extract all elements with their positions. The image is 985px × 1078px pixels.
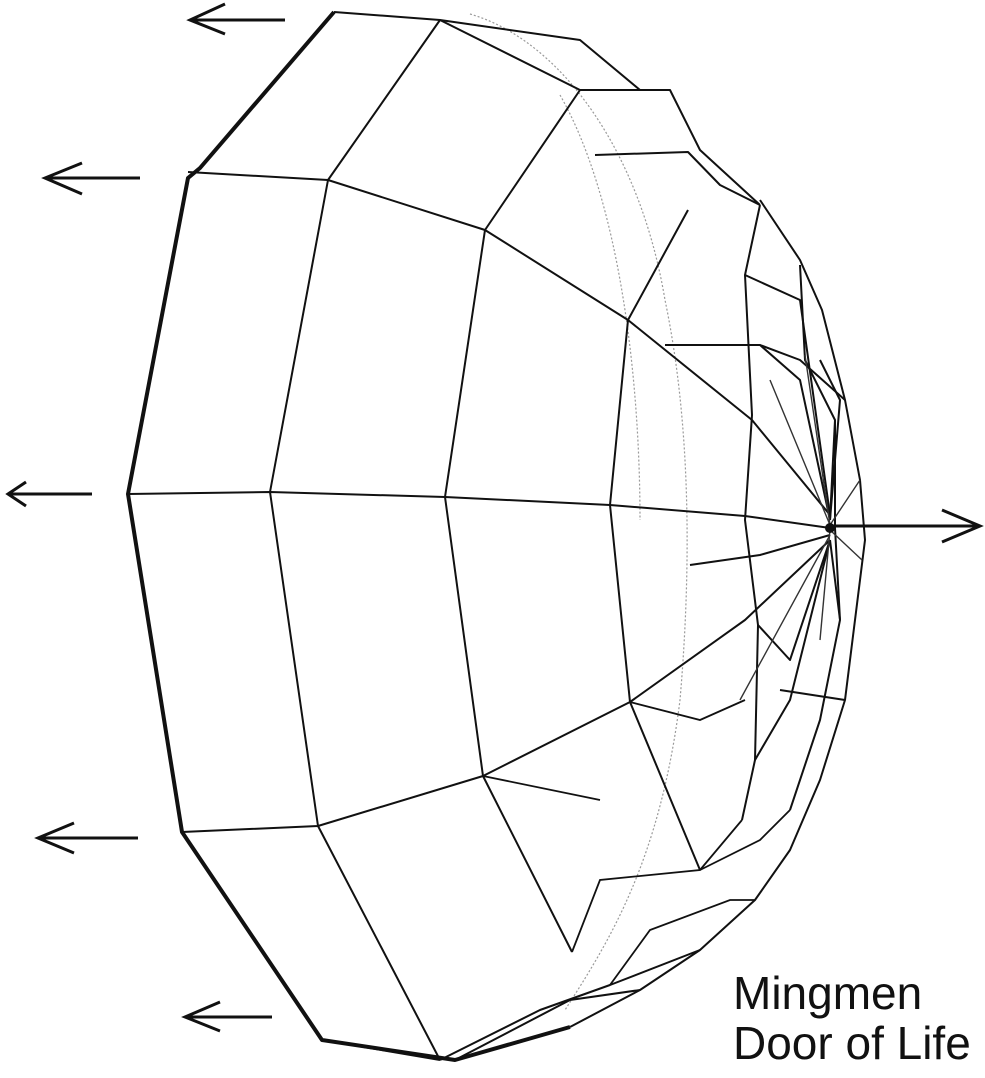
hidden-lines — [470, 14, 687, 1010]
label-line-1: Mingmen — [733, 968, 971, 1018]
lower-facets — [483, 700, 790, 985]
latitude-lines — [128, 172, 845, 832]
arrow-left-icon — [8, 482, 92, 506]
arrow-left-icon — [190, 4, 285, 34]
left-arrows — [8, 4, 285, 1031]
outer-bands — [322, 12, 760, 1060]
apex-point — [825, 523, 835, 533]
outer-rim — [128, 12, 570, 1060]
arrow-left-icon — [45, 163, 140, 194]
label-line-2: Door of Life — [733, 1018, 971, 1068]
arrow-right-icon — [830, 510, 980, 542]
arrow-left-icon — [185, 1002, 272, 1031]
meridian-rings — [270, 20, 865, 1060]
arrow-left-icon — [38, 823, 138, 853]
mingmen-label: Mingmen Door of Life — [733, 968, 971, 1068]
